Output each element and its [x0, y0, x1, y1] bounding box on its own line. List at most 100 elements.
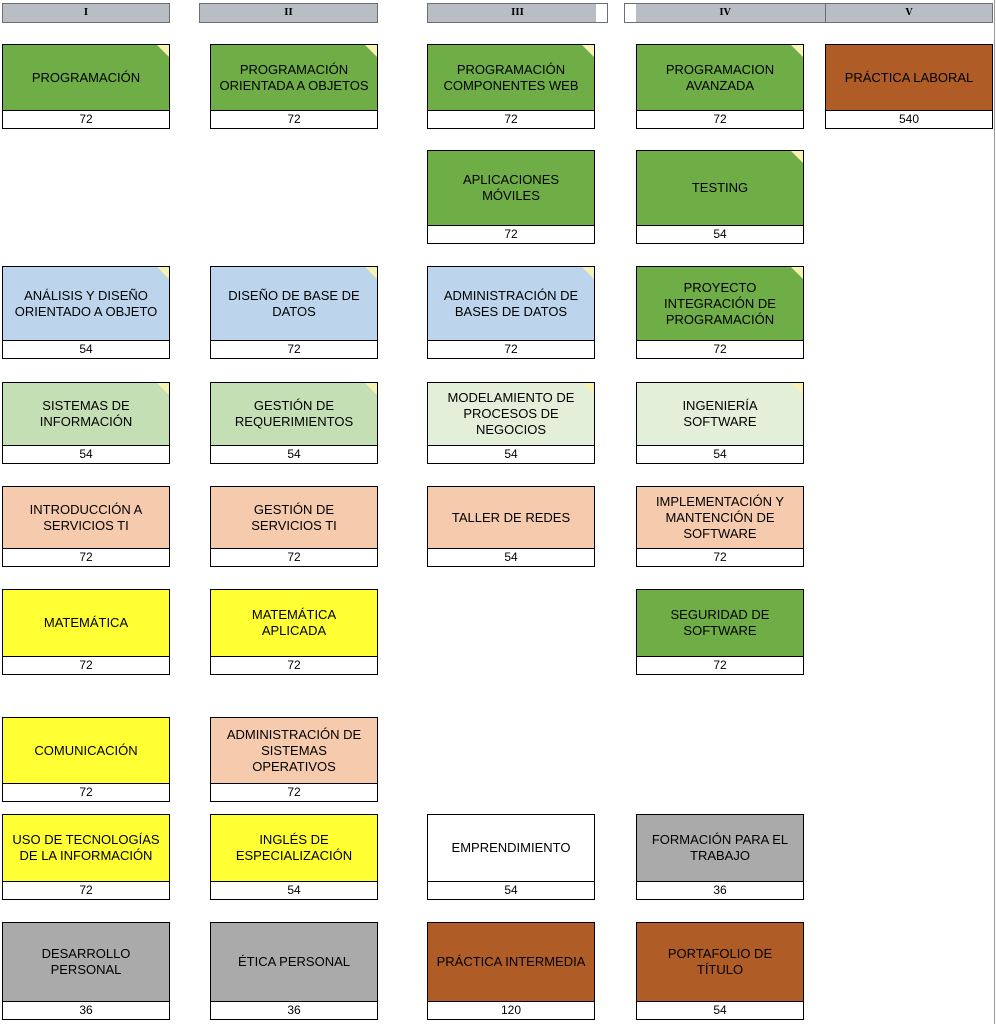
course-card[interactable]: MATEMÁTICA 72 — [2, 589, 170, 675]
course-name: TALLER DE REDES — [427, 486, 595, 549]
course-card[interactable]: GESTIÓN DE REQUERIMIENTOS 54 — [210, 382, 378, 464]
course-name: GESTIÓN DE REQUERIMIENTOS — [210, 382, 378, 446]
note-corner-icon — [791, 267, 803, 279]
course-hours: 540 — [825, 111, 993, 129]
course-hours: 54 — [427, 446, 595, 464]
course-hours: 72 — [2, 111, 170, 129]
semester-header-1: I — [2, 3, 170, 23]
course-card[interactable]: ADMINISTRACIÓN DE SISTEMAS OPERATIVOS 72 — [210, 717, 378, 802]
course-card[interactable]: PRÁCTICA INTERMEDIA 120 — [427, 922, 595, 1020]
course-card[interactable]: INGLÉS DE ESPECIALIZACIÓN 54 — [210, 814, 378, 900]
course-name: COMUNICACIÓN — [2, 717, 170, 784]
course-card[interactable]: PROGRAMACIÓN COMPONENTES WEB 72 — [427, 44, 595, 129]
course-name: USO DE TECNOLOGÍAS DE LA INFORMACIÓN — [2, 814, 170, 882]
course-hours: 72 — [427, 341, 595, 359]
course-hours: 54 — [636, 1002, 804, 1020]
course-card[interactable]: COMUNICACIÓN 72 — [2, 717, 170, 802]
course-name: PORTAFOLIO DE TÍTULO — [636, 922, 804, 1002]
course-name: PROGRAMACIÓN — [2, 44, 170, 111]
course-name: PRÁCTICA LABORAL — [825, 44, 993, 111]
note-corner-icon — [582, 383, 594, 395]
course-card[interactable]: SISTEMAS DE INFORMACIÓN 54 — [2, 382, 170, 464]
course-card[interactable]: GESTIÓN DE SERVICIOS TI 72 — [210, 486, 378, 567]
course-card[interactable]: DISEÑO DE BASE DE DATOS 72 — [210, 266, 378, 359]
course-name: PROGRAMACIÓN ORIENTADA A OBJETOS — [210, 44, 378, 111]
course-hours: 54 — [2, 446, 170, 464]
course-name: SISTEMAS DE INFORMACIÓN — [2, 382, 170, 446]
note-corner-icon — [791, 151, 803, 163]
course-name: INGENIERÍA SOFTWARE — [636, 382, 804, 446]
course-name: SEGURIDAD DE SOFTWARE — [636, 589, 804, 657]
course-hours: 54 — [2, 341, 170, 359]
course-card[interactable]: APLICACIONES MÓVILES 72 — [427, 150, 595, 244]
course-card[interactable]: FORMACIÓN PARA EL TRABAJO 36 — [636, 814, 804, 900]
course-hours: 72 — [427, 111, 595, 129]
course-card[interactable]: TESTING 54 — [636, 150, 804, 244]
course-name: ADMINISTRACIÓN DE BASES DE DATOS — [427, 266, 595, 341]
course-name: DESARROLLO PERSONAL — [2, 922, 170, 1002]
course-card[interactable]: ÉTICA PERSONAL 36 — [210, 922, 378, 1020]
course-card[interactable]: MODELAMIENTO DE PROCESOS DE NEGOCIOS 54 — [427, 382, 595, 464]
course-hours: 54 — [427, 549, 595, 567]
course-card[interactable]: USO DE TECNOLOGÍAS DE LA INFORMACIÓN 72 — [2, 814, 170, 900]
course-hours: 54 — [210, 446, 378, 464]
note-corner-icon — [791, 45, 803, 57]
course-card[interactable]: ANÁLISIS Y DISEÑO ORIENTADO A OBJETO 54 — [2, 266, 170, 359]
course-hours: 72 — [636, 111, 804, 129]
note-corner-icon — [365, 45, 377, 57]
course-card[interactable]: PRÁCTICA LABORAL 540 — [825, 44, 993, 129]
course-name: MATEMÁTICA APLICADA — [210, 589, 378, 657]
course-name: INTRODUCCIÓN A SERVICIOS TI — [2, 486, 170, 549]
course-hours: 72 — [210, 784, 378, 802]
course-name: EMPRENDIMIENTO — [427, 814, 595, 882]
course-hours: 72 — [2, 549, 170, 567]
course-hours: 54 — [427, 882, 595, 900]
course-hours: 72 — [636, 341, 804, 359]
course-name: PROGRAMACIÓN COMPONENTES WEB — [427, 44, 595, 111]
course-name: PROGRAMACION AVANZADA — [636, 44, 804, 111]
course-hours: 72 — [210, 111, 378, 129]
course-card[interactable]: TALLER DE REDES 54 — [427, 486, 595, 567]
course-name: ADMINISTRACIÓN DE SISTEMAS OPERATIVOS — [210, 717, 378, 784]
course-hours: 36 — [636, 882, 804, 900]
course-card[interactable]: INTRODUCCIÓN A SERVICIOS TI 72 — [2, 486, 170, 567]
course-card[interactable]: ADMINISTRACIÓN DE BASES DE DATOS 72 — [427, 266, 595, 359]
course-name: PROYECTO INTEGRACIÓN DE PROGRAMACIÓN — [636, 266, 804, 341]
course-card[interactable]: INGENIERÍA SOFTWARE 54 — [636, 382, 804, 464]
course-name: PRÁCTICA INTERMEDIA — [427, 922, 595, 1002]
course-name: INGLÉS DE ESPECIALIZACIÓN — [210, 814, 378, 882]
course-name: APLICACIONES MÓVILES — [427, 150, 595, 226]
course-hours: 72 — [210, 341, 378, 359]
course-card[interactable]: MATEMÁTICA APLICADA 72 — [210, 589, 378, 675]
course-card[interactable]: EMPRENDIMIENTO 54 — [427, 814, 595, 900]
note-corner-icon — [791, 383, 803, 395]
right-edge-line — [994, 0, 995, 1024]
note-corner-icon — [365, 267, 377, 279]
course-hours: 120 — [427, 1002, 595, 1020]
course-name: DISEÑO DE BASE DE DATOS — [210, 266, 378, 341]
course-card[interactable]: PORTAFOLIO DE TÍTULO 54 — [636, 922, 804, 1020]
course-card[interactable]: DESARROLLO PERSONAL 36 — [2, 922, 170, 1020]
course-card[interactable]: PROGRAMACION AVANZADA 72 — [636, 44, 804, 129]
semester-header-4: IV — [624, 3, 826, 23]
course-hours: 72 — [210, 549, 378, 567]
semester-header-3: III — [427, 3, 608, 23]
course-name: ANÁLISIS Y DISEÑO ORIENTADO A OBJETO — [2, 266, 170, 341]
note-corner-icon — [157, 267, 169, 279]
course-card[interactable]: PROYECTO INTEGRACIÓN DE PROGRAMACIÓN 72 — [636, 266, 804, 359]
course-card[interactable]: PROGRAMACIÓN 72 — [2, 44, 170, 129]
course-hours: 36 — [210, 1002, 378, 1020]
course-hours: 36 — [2, 1002, 170, 1020]
course-card[interactable]: PROGRAMACIÓN ORIENTADA A OBJETOS 72 — [210, 44, 378, 129]
semester-header-5: V — [825, 3, 993, 23]
course-name: MODELAMIENTO DE PROCESOS DE NEGOCIOS — [427, 382, 595, 446]
course-name: IMPLEMENTACIÓN Y MANTENCIÓN DE SOFTWARE — [636, 486, 804, 549]
note-corner-icon — [157, 383, 169, 395]
course-card[interactable]: IMPLEMENTACIÓN Y MANTENCIÓN DE SOFTWARE … — [636, 486, 804, 567]
course-card[interactable]: SEGURIDAD DE SOFTWARE 72 — [636, 589, 804, 675]
course-hours: 72 — [2, 882, 170, 900]
course-hours: 54 — [636, 446, 804, 464]
semester-header-2: II — [199, 3, 378, 23]
course-hours: 72 — [210, 657, 378, 675]
course-hours: 72 — [2, 784, 170, 802]
